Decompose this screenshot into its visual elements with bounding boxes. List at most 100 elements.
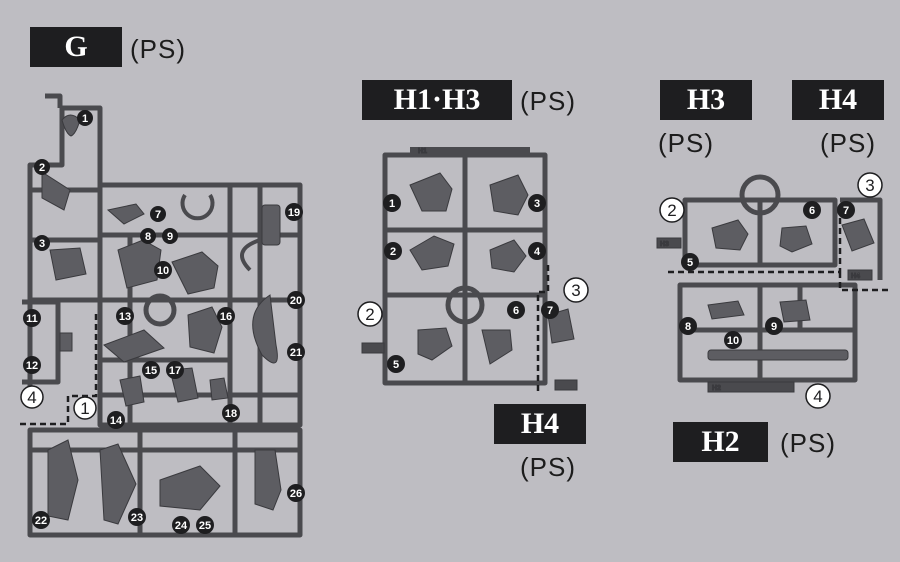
svg-text:19: 19 bbox=[288, 207, 300, 219]
g-runner-tag: G bbox=[30, 27, 122, 67]
h3-part-5: 5 bbox=[681, 253, 699, 271]
h4-runner-tag-top: H4 bbox=[792, 80, 884, 120]
h3-part-2-outline: 2 bbox=[659, 197, 685, 223]
svg-text:2: 2 bbox=[390, 246, 396, 258]
h1h3-part-4: 4 bbox=[528, 242, 546, 260]
g-part-9: 9 bbox=[162, 228, 178, 244]
h1h3-part-2: 2 bbox=[384, 242, 402, 260]
h2-part-10: 10 bbox=[724, 331, 742, 349]
svg-text:15: 15 bbox=[145, 365, 157, 377]
svg-text:11: 11 bbox=[26, 313, 38, 325]
svg-text:25: 25 bbox=[199, 520, 211, 532]
svg-text:3: 3 bbox=[534, 198, 540, 210]
h1h3-runner-tag: H1·H3 bbox=[362, 80, 512, 120]
g-part-22: 22 bbox=[32, 511, 50, 529]
g-part-26: 26 bbox=[287, 484, 305, 502]
g-parts bbox=[41, 114, 282, 525]
svg-text:2: 2 bbox=[365, 305, 374, 324]
svg-text:9: 9 bbox=[167, 231, 173, 243]
h2-runner-tag: H2 bbox=[673, 422, 768, 462]
g-part-17: 17 bbox=[166, 361, 184, 379]
svg-text:4: 4 bbox=[27, 388, 36, 407]
svg-text:1: 1 bbox=[80, 399, 89, 418]
h3-part-6: 6 bbox=[803, 201, 821, 219]
g-part-1: 1 bbox=[77, 110, 93, 126]
g-part-23: 23 bbox=[128, 508, 146, 526]
h3h4-part-numbers: 5 6 7 8 9 10 2 3 4 bbox=[659, 172, 883, 409]
h3-material-label: (PS) bbox=[658, 128, 714, 158]
svg-text:3: 3 bbox=[39, 238, 45, 250]
h3h4-runner bbox=[677, 174, 883, 383]
svg-text:13: 13 bbox=[119, 311, 131, 323]
h4-part-7: 7 bbox=[837, 201, 855, 219]
h4-material-label-mid: (PS) bbox=[520, 452, 576, 482]
h4-part-3-outline: 3 bbox=[857, 172, 883, 198]
g-part-12: 12 bbox=[23, 356, 41, 374]
h3-runner-tag: H3 bbox=[660, 80, 752, 120]
svg-text:5: 5 bbox=[687, 257, 693, 269]
svg-text:H1: H1 bbox=[418, 148, 427, 155]
h2-part-8: 8 bbox=[679, 317, 697, 335]
h4-runner-tag-mid: H4 bbox=[494, 404, 586, 444]
svg-text:18: 18 bbox=[225, 408, 237, 420]
svg-text:10: 10 bbox=[727, 335, 739, 347]
g-part-18: 18 bbox=[222, 404, 240, 422]
g-part-3: 3 bbox=[34, 235, 50, 251]
g-part-21: 21 bbox=[287, 343, 305, 361]
h2-material-label: (PS) bbox=[780, 428, 836, 458]
g-part-7: 7 bbox=[150, 206, 166, 222]
svg-text:1: 1 bbox=[389, 198, 395, 210]
g-cut-line bbox=[20, 312, 98, 426]
h1h3-material-label: (PS) bbox=[520, 86, 576, 116]
h1h3-part-1: 1 bbox=[383, 194, 401, 212]
svg-text:5: 5 bbox=[393, 359, 399, 371]
g-part-numbers: 1 2 3 7 8 9 10 11 12 13 14 15 17 16 18 1… bbox=[20, 110, 305, 534]
svg-text:20: 20 bbox=[290, 295, 302, 307]
svg-text:7: 7 bbox=[843, 205, 849, 217]
svg-text:12: 12 bbox=[26, 360, 38, 372]
svg-text:9: 9 bbox=[771, 321, 777, 333]
svg-text:7: 7 bbox=[155, 209, 161, 221]
h4-material-label-top: (PS) bbox=[820, 128, 876, 158]
svg-text:H4: H4 bbox=[851, 273, 860, 280]
g-part-25: 25 bbox=[196, 516, 214, 534]
g-part-2: 2 bbox=[34, 159, 50, 175]
svg-text:21: 21 bbox=[290, 347, 302, 359]
svg-text:16: 16 bbox=[220, 311, 232, 323]
svg-text:8: 8 bbox=[685, 321, 691, 333]
g-part-14: 14 bbox=[107, 411, 125, 429]
svg-text:23: 23 bbox=[131, 512, 143, 524]
h1h3-cut-line bbox=[536, 265, 550, 395]
h1h3-part-6: 6 bbox=[507, 301, 525, 319]
h1h3-part-3-outline: 3 bbox=[563, 277, 589, 303]
svg-text:10: 10 bbox=[157, 265, 169, 277]
h1h3-part-2-outline: 2 bbox=[357, 301, 383, 327]
svg-text:2: 2 bbox=[667, 201, 676, 220]
svg-text:8: 8 bbox=[145, 231, 151, 243]
h3h4-parts: H3 H4 H2 H2 bbox=[656, 218, 875, 393]
h1h3-runner bbox=[382, 147, 548, 386]
g-runner bbox=[22, 93, 303, 538]
g-material-label: (PS) bbox=[130, 34, 186, 64]
g-part-19: 19 bbox=[285, 203, 303, 221]
h2-part-4-outline: 4 bbox=[805, 383, 831, 409]
svg-text:6: 6 bbox=[809, 205, 815, 217]
g-part-11: 11 bbox=[23, 309, 41, 327]
h1h3-part-5: 5 bbox=[387, 355, 405, 373]
g-part-16: 16 bbox=[217, 307, 235, 325]
g-part-13: 13 bbox=[116, 307, 134, 325]
g-part-10: 10 bbox=[154, 261, 172, 279]
h1h3-part-numbers: 1 2 3 4 5 6 7 2 3 bbox=[357, 194, 589, 373]
g-part-4-outline: 4 bbox=[20, 385, 44, 409]
svg-text:H2: H2 bbox=[712, 385, 721, 392]
h1h3-part-3: 3 bbox=[528, 194, 546, 212]
svg-text:H3: H3 bbox=[660, 241, 669, 248]
h2-part-9: 9 bbox=[765, 317, 783, 335]
svg-text:6: 6 bbox=[513, 305, 519, 317]
svg-text:17: 17 bbox=[169, 365, 181, 377]
h3h4-cut-line bbox=[668, 218, 888, 292]
svg-text:14: 14 bbox=[110, 415, 123, 427]
svg-text:4: 4 bbox=[534, 246, 541, 258]
h1h3-part-7: 7 bbox=[541, 301, 559, 319]
svg-text:3: 3 bbox=[571, 281, 580, 300]
